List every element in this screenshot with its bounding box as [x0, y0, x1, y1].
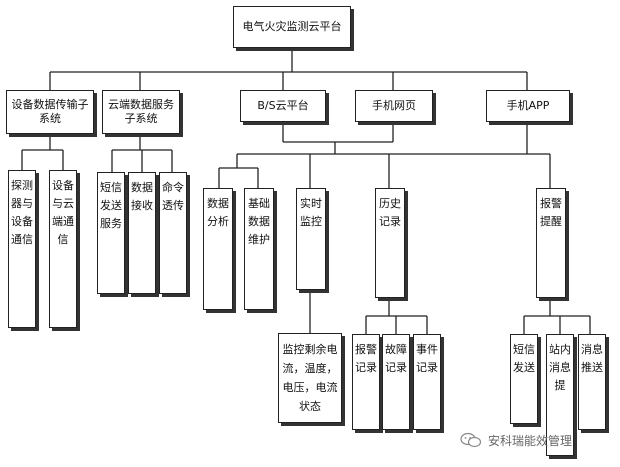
- node-data-receive: 数据接收: [128, 172, 156, 294]
- watermark-text: 安科瑞能效管理: [488, 433, 573, 448]
- node-sms-send: 短信发送: [510, 334, 538, 424]
- node-fault-record-label: 故障记录: [385, 343, 407, 374]
- node-site-message: 站内消息提: [546, 334, 574, 456]
- node-root: 电气火灾监测云平台: [233, 6, 351, 48]
- node-basic-data-maint: 基础数据维护: [244, 188, 274, 310]
- node-realtime-monitor: 实时监控: [296, 188, 326, 290]
- node-cloud-service: 云端数据服务子系统: [102, 90, 180, 134]
- node-data-receive-label: 数据接收: [131, 181, 153, 212]
- node-sms-send-service-label: 短信发送服务: [100, 181, 122, 230]
- node-event-record: 事件记录: [413, 334, 441, 430]
- node-bs-platform-label: B/S云平台: [257, 99, 309, 112]
- node-mobile-app: 手机APP: [486, 90, 570, 122]
- node-mobile-app-label: 手机APP: [506, 99, 550, 112]
- node-fault-record: 故障记录: [382, 334, 410, 430]
- node-mobile-web: 手机网页: [355, 90, 433, 122]
- node-device-cloud-comm-label: 设备与云端通信: [52, 179, 74, 246]
- node-message-push: 消息推送: [578, 334, 606, 430]
- node-history-record-label: 历史记录: [379, 197, 401, 228]
- node-detector-comm-label: 探测器与设备通信: [11, 179, 33, 246]
- node-mobile-web-label: 手机网页: [372, 99, 416, 112]
- node-message-push-label: 消息推送: [581, 343, 603, 374]
- node-data-analysis: 数据分析: [203, 188, 233, 310]
- node-device-transfer: 设备数据传输子系统: [6, 90, 94, 134]
- node-bs-platform: B/S云平台: [240, 90, 326, 122]
- node-event-record-label: 事件记录: [416, 343, 438, 374]
- node-sms-send-label: 短信发送: [513, 343, 535, 374]
- node-detector-comm: 探测器与设备通信: [8, 170, 36, 328]
- node-alarm-reminder-label: 报警提醒: [540, 197, 562, 228]
- node-history-record: 历史记录: [375, 188, 405, 298]
- node-sms-send-service: 短信发送服务: [97, 172, 125, 294]
- wechat-icon: [460, 432, 482, 448]
- node-cloud-service-label: 云端数据服务子系统: [108, 98, 174, 125]
- node-device-transfer-label: 设备数据传输子系统: [11, 98, 89, 125]
- node-site-message-label: 站内消息提: [549, 343, 571, 392]
- node-alarm-reminder: 报警提醒: [536, 188, 566, 298]
- node-alarm-record-label: 报警记录: [355, 343, 377, 374]
- node-command-passthrough-label: 命令透传: [162, 181, 184, 212]
- node-root-label: 电气火灾监测云平台: [242, 20, 342, 33]
- node-realtime-monitor-label: 实时监控: [300, 197, 322, 228]
- node-command-passthrough: 命令透传: [159, 172, 187, 294]
- watermark: 安科瑞能效管理: [460, 428, 615, 452]
- node-data-analysis-label: 数据分析: [207, 197, 229, 228]
- node-monitor-detail: 监控剩余电流，温度，电压，电流状态: [278, 333, 342, 423]
- node-basic-data-maint-label: 基础数据维护: [248, 197, 270, 246]
- node-monitor-detail-label: 监控剩余电流，温度，电压，电流状态: [282, 343, 338, 413]
- node-device-cloud-comm: 设备与云端通信: [49, 170, 77, 328]
- node-alarm-record: 报警记录: [352, 334, 380, 430]
